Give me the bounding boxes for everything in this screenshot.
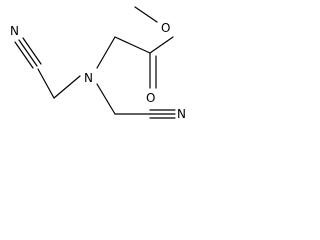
molecule-drawing: O O N N N	[10, 6, 186, 121]
atom-amine-nitrogen: N	[84, 71, 93, 85]
bond-o-carbonyl-c	[149, 36, 174, 54]
bond-left-triple-3	[22, 37, 42, 65]
atom-left-nitrile-nitrogen: N	[10, 24, 19, 38]
bond-carbonyl-ch2	[114, 36, 151, 54]
structure-diagram: O O N N N	[0, 0, 195, 150]
bond-left-ch2-nitrile	[37, 68, 55, 99]
bond-ch2-n	[96, 36, 116, 69]
bond-left-triple-2	[14, 41, 34, 69]
bond-n-lower-ch2	[96, 83, 116, 115]
atom-ester-oxygen: O	[161, 21, 170, 35]
atom-carbonyl-oxygen: O	[146, 91, 155, 105]
bond-n-left-ch2	[53, 75, 81, 99]
bond-methyl-o	[134, 6, 158, 23]
atom-lower-nitrile-nitrogen: N	[177, 107, 186, 121]
bond-left-triple-1	[18, 39, 38, 67]
